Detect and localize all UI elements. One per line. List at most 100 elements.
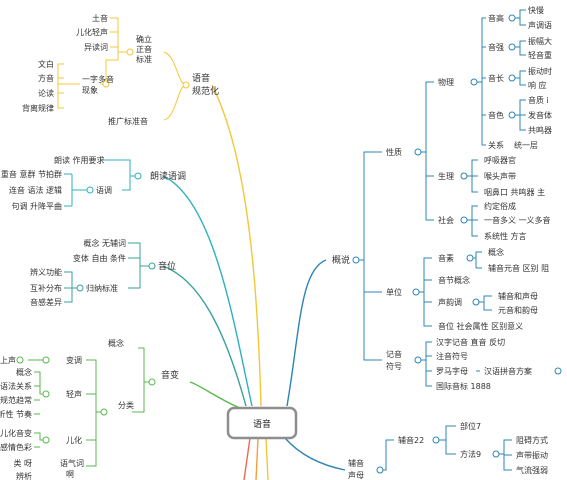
yinchang-expand-icon[interactable] xyxy=(508,74,516,82)
yinsu-item-0[interactable]: 概念 xyxy=(488,247,504,257)
erhua-expand-icon[interactable] xyxy=(42,436,50,444)
yinsu-expand-icon[interactable] xyxy=(466,254,474,262)
queli-label-3[interactable]: 标准 xyxy=(136,54,152,64)
queli-item-0[interactable]: 土音 xyxy=(92,13,108,23)
yudiao-item-2[interactable]: 句调 升降平曲 xyxy=(11,201,62,211)
queli-label-2[interactable]: 正音 xyxy=(136,44,152,54)
danwei-expand-icon[interactable] xyxy=(412,288,420,296)
pinyin-label[interactable]: 汉语拼音方案 xyxy=(484,366,532,376)
yinchang-item-1[interactable]: 响 应 xyxy=(528,80,547,90)
fuyin-expand-icon[interactable] xyxy=(376,466,384,474)
shehui-item-0[interactable]: 约定俗成 xyxy=(484,201,516,211)
yizi-expand-icon[interactable] xyxy=(102,80,110,88)
gaishuo-label[interactable]: 概说 xyxy=(332,254,350,266)
yingao-expand-icon[interactable] xyxy=(508,14,516,22)
pinyin-expand-icon[interactable] xyxy=(554,367,562,375)
guina-expand-icon[interactable] xyxy=(76,284,84,292)
buwei-label[interactable]: 部位7 xyxy=(460,421,481,431)
shengyun-label[interactable]: 声韵调 xyxy=(438,297,462,307)
shengyun-item-0[interactable]: 辅音和声母 xyxy=(498,291,538,301)
yudiao-item-1[interactable]: 连音 语法 逻辑 xyxy=(9,185,62,195)
wuli-label[interactable]: 物理 xyxy=(438,77,454,87)
yinwei-item-1[interactable]: 变体 自由 条件 xyxy=(73,253,126,263)
fuyin22-expand-icon[interactable] xyxy=(432,436,440,444)
erhua-item-0[interactable]: 儿化音变 xyxy=(0,428,32,438)
fuyin-label-1[interactable]: 辅音 xyxy=(348,458,364,468)
langdu-label[interactable]: 朗读语调 xyxy=(150,170,186,182)
guifan-expand-icon[interactable] xyxy=(182,81,190,89)
erhua-item-1[interactable]: 感情色彩 xyxy=(0,442,32,452)
queli-expand-icon[interactable] xyxy=(126,48,134,56)
shengli-item-1[interactable]: 喉头声带 xyxy=(484,171,516,181)
yinwei-item-0[interactable]: 概念 无辅词 xyxy=(83,238,126,248)
qingsheng-label[interactable]: 轻声 xyxy=(66,389,82,399)
yinbian-expand-icon[interactable] xyxy=(148,378,156,386)
yinwei-expand-icon[interactable] xyxy=(148,262,156,270)
guina-label[interactable]: 归纳标准 xyxy=(86,283,118,293)
yudiao-expand-icon[interactable] xyxy=(86,186,94,194)
guina-item-2[interactable]: 音感差异 xyxy=(30,297,62,307)
yinqiang-expand-icon[interactable] xyxy=(508,43,516,51)
jiyin-item-2[interactable]: 罗马字母 xyxy=(436,366,468,376)
guina-item-1[interactable]: 互补分布 xyxy=(30,283,62,293)
shengli-label[interactable]: 生理 xyxy=(438,171,454,181)
yinchang-label[interactable]: 音长 xyxy=(488,73,504,83)
jiyin-expand-icon[interactable] xyxy=(414,356,422,364)
fangfa-item-0[interactable]: 阻碍方式 xyxy=(516,435,548,445)
guifan-label-1[interactable]: 语音 xyxy=(192,72,210,84)
yinsu-item-1[interactable]: 辅音元音 区别 阻 xyxy=(488,263,549,273)
shehui-item-1[interactable]: 一音多义 一义多音 xyxy=(484,215,551,225)
xingzhi-expand-icon[interactable] xyxy=(414,148,422,156)
yinse-expand-icon[interactable] xyxy=(508,111,516,119)
qingsheng-expand-icon[interactable] xyxy=(42,390,50,398)
erhua-label[interactable]: 儿化 xyxy=(66,435,82,445)
fangfa-item-2[interactable]: 气流强弱 xyxy=(516,465,548,475)
yuqi-item-0[interactable]: 类 呀 xyxy=(13,458,32,468)
langdu-expand-icon[interactable] xyxy=(134,172,142,180)
shangsheng-expand-icon[interactable] xyxy=(16,356,24,364)
yinqiang-item-0[interactable]: 振幅大 xyxy=(528,36,552,46)
shehui-expand-icon[interactable] xyxy=(460,216,468,224)
shengli-expand-icon[interactable] xyxy=(460,172,468,180)
shengyun-item-1[interactable]: 元音和韵母 xyxy=(498,305,538,315)
yinse-label[interactable]: 音色 xyxy=(488,110,504,120)
yinbian-label-1[interactable]: 音变 xyxy=(161,369,179,381)
fangfa-label[interactable]: 方法9 xyxy=(460,449,481,459)
yizi-label-1[interactable]: 一字多音 xyxy=(82,74,114,84)
shengyun-expand-icon[interactable] xyxy=(472,298,480,306)
queli-item-2[interactable]: 异读词 xyxy=(84,42,108,52)
yinse-item-2[interactable]: 共鸣器 xyxy=(528,125,552,135)
yizi-label-2[interactable]: 现象 xyxy=(82,85,98,95)
jiyin-item-0[interactable]: 汉字记音 直音 反切 xyxy=(436,337,505,347)
biandiao-expand-icon[interactable] xyxy=(42,356,50,364)
danwei-label[interactable]: 单位 xyxy=(386,287,402,297)
guina-item-0[interactable]: 辨义功能 xyxy=(30,267,62,277)
fuyin-label-2[interactable]: 声母 xyxy=(348,470,364,480)
yizi-item-1[interactable]: 方音 xyxy=(38,73,54,83)
yizi-item-0[interactable]: 文白 xyxy=(38,59,54,69)
yinchang-item-0[interactable]: 振动时 xyxy=(528,66,552,76)
yinjie-label[interactable]: 音节概念 xyxy=(438,275,470,285)
qingsheng-item-1[interactable]: 语法关系 xyxy=(0,381,32,391)
shehui-label[interactable]: 社会 xyxy=(438,215,454,225)
yuqi-label[interactable]: 语气词 xyxy=(60,458,84,468)
yingao-item-1[interactable]: 声调语 xyxy=(528,20,552,30)
yinqiang-label[interactable]: 音强 xyxy=(488,42,504,52)
qingsheng-item-3[interactable]: 听性 节奏 xyxy=(0,409,32,419)
yinsu-label[interactable]: 音素 xyxy=(438,253,454,263)
yinse-item-1[interactable]: 发音体 xyxy=(528,110,552,120)
langdu-top[interactable]: 朗读 作用要求 xyxy=(54,155,105,165)
yinwei2-label[interactable]: 音位 社会属性 区别意义 xyxy=(438,321,523,331)
guanxi-label[interactable]: 关系 xyxy=(488,140,504,150)
xingzhi-label[interactable]: 性质 xyxy=(386,147,402,157)
jiyin-label-2[interactable]: 符号 xyxy=(386,361,402,371)
jiyin-item-3[interactable]: 国际音标 1888 xyxy=(436,381,491,391)
yuqi-item-1[interactable]: 辨析 xyxy=(16,471,32,480)
yuqi-label-2[interactable]: 啊 xyxy=(66,470,74,479)
fenlei-expand-icon[interactable] xyxy=(100,408,108,416)
yinbian-gainian[interactable]: 概念 xyxy=(108,338,124,348)
yinse-item-0[interactable]: 音质 i xyxy=(528,95,549,105)
qingsheng-item-2[interactable]: 规范趋常 xyxy=(0,395,32,405)
yingao-label[interactable]: 音高 xyxy=(488,13,504,23)
fuyin22-label[interactable]: 辅音22 xyxy=(398,435,424,445)
